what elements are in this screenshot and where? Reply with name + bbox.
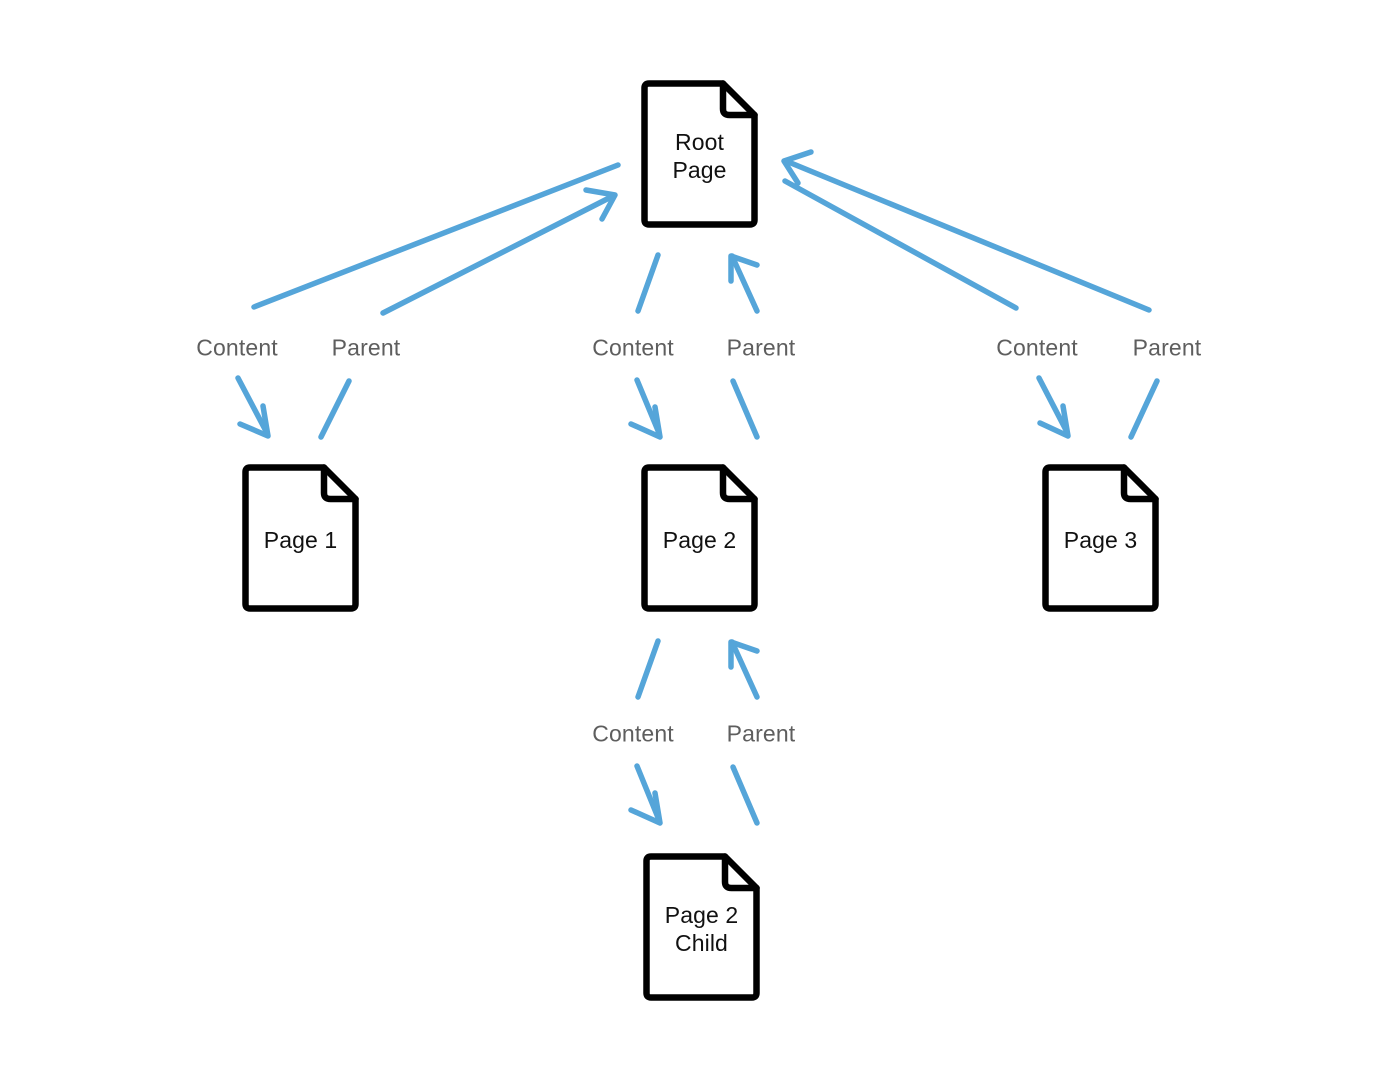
document-page-icon — [643, 853, 760, 1001]
edge-content-root-to-page3 — [782, 178, 1071, 439]
node-root-page-label: Root Page — [672, 128, 727, 183]
edge-label-parent-page1: Parent — [331, 334, 401, 361]
document-page-icon — [242, 464, 359, 612]
edge-content-root-to-page1 — [235, 162, 621, 439]
edge-content-root-to-page2 — [628, 252, 663, 440]
node-page-1-label: Page 1 — [263, 526, 338, 553]
edge-label-content-page1: Content — [196, 334, 278, 361]
edge-parent-page2-to-root — [728, 253, 760, 440]
edge-label-parent-page2child: Parent — [726, 720, 796, 747]
edge-label-content-page2child: Content — [592, 720, 674, 747]
edge-parent-page1-to-root — [318, 187, 618, 440]
edge-parent-page2child-to-page2 — [728, 639, 760, 826]
document-page-icon — [641, 464, 758, 612]
node-page-2-child-label: Page 2 Child — [664, 901, 739, 956]
node-page-2-label: Page 2 — [662, 526, 737, 553]
node-page-3[interactable]: Page 3 — [1042, 464, 1159, 612]
document-page-icon — [641, 80, 758, 228]
node-page-2[interactable]: Page 2 — [641, 464, 758, 612]
edge-parent-page3-to-root — [781, 149, 1160, 440]
edge-content-page2-to-page2child — [628, 638, 663, 826]
node-page-3-label: Page 3 — [1063, 526, 1138, 553]
edge-label-parent-page3: Parent — [1132, 334, 1202, 361]
node-page-2-child[interactable]: Page 2 Child — [643, 853, 760, 1001]
document-page-icon — [1042, 464, 1159, 612]
node-root-page[interactable]: Root Page — [641, 80, 758, 228]
node-page-1[interactable]: Page 1 — [242, 464, 359, 612]
edge-label-parent-page2: Parent — [726, 334, 796, 361]
edge-label-content-page2: Content — [592, 334, 674, 361]
edge-label-content-page3: Content — [996, 334, 1078, 361]
